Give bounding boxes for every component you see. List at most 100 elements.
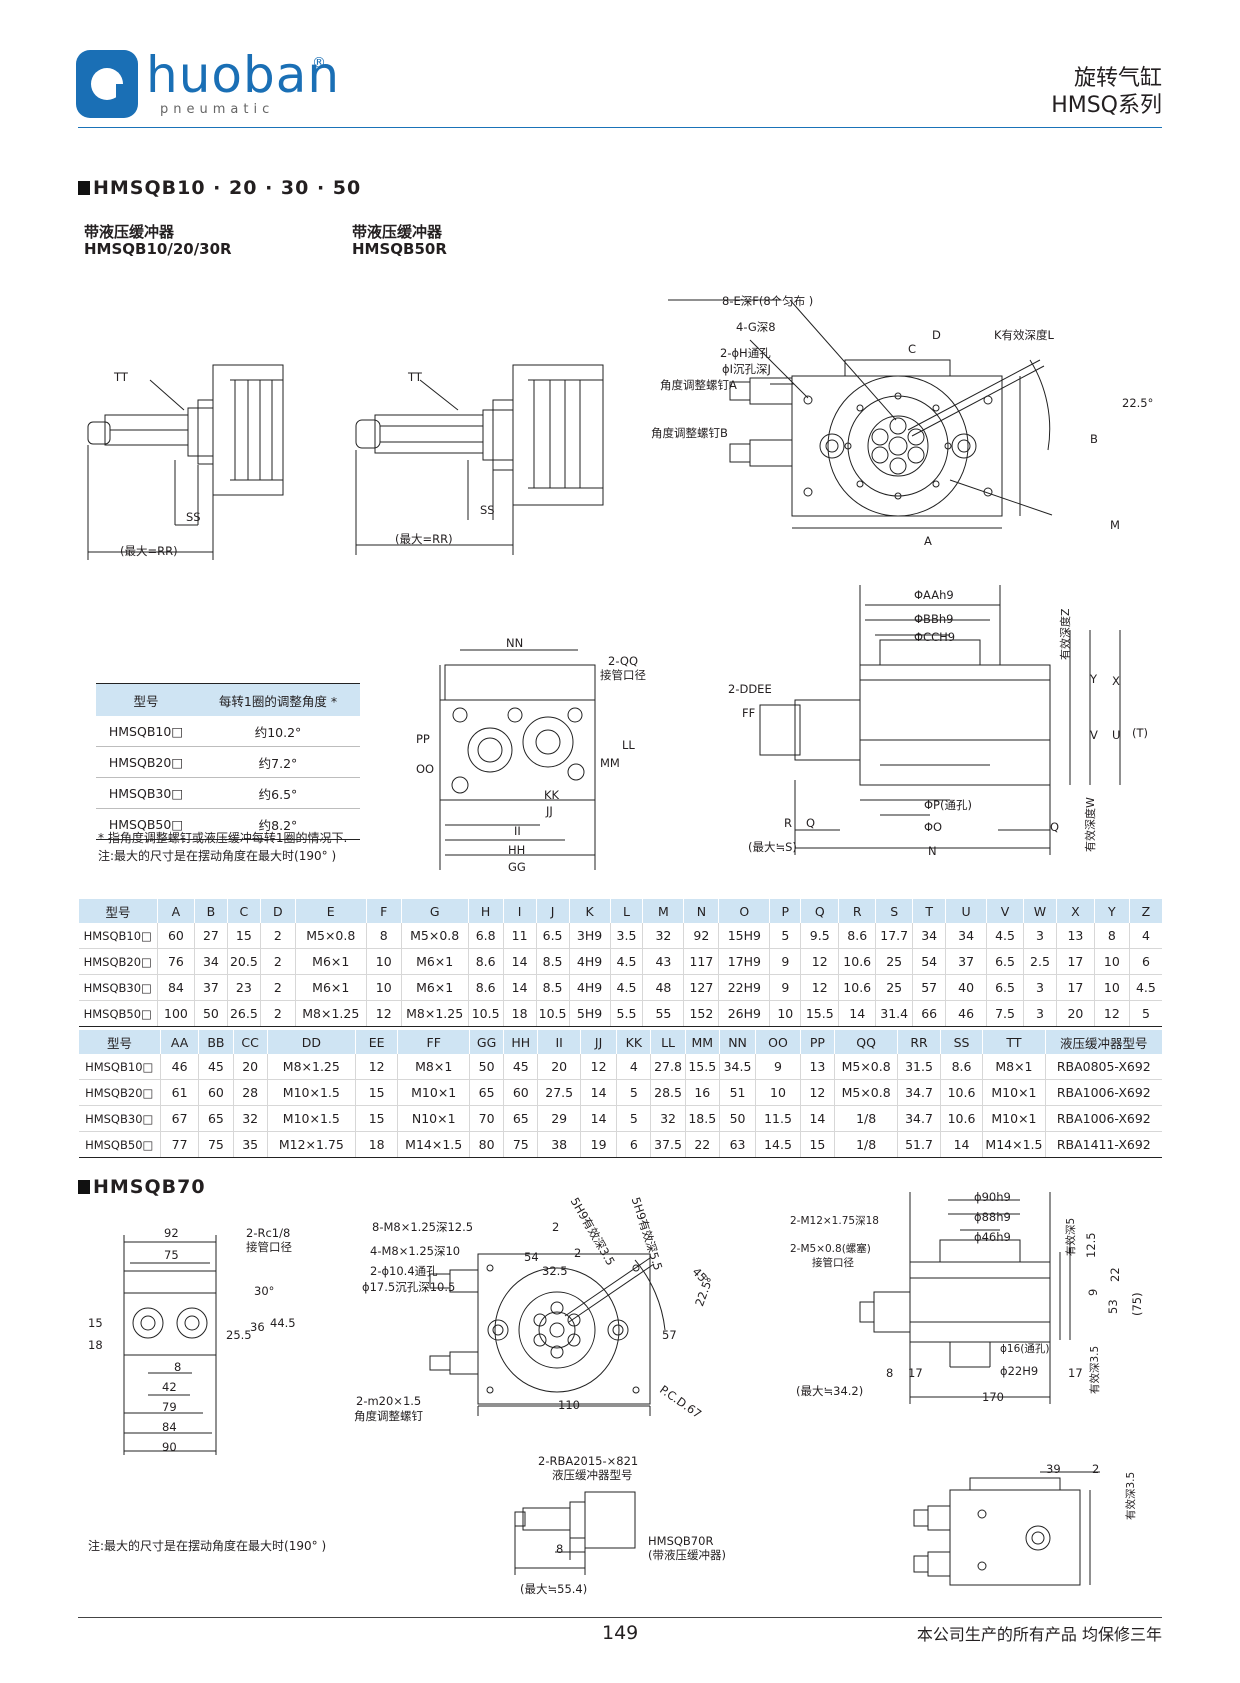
label-w: 有效深度W — [1084, 797, 1097, 852]
table-header-cell: J — [535, 899, 570, 923]
table-header-cell: H — [467, 899, 504, 923]
table-cell: N10×1 — [397, 1105, 470, 1132]
table-cell: 5 — [769, 923, 801, 949]
label-hh: HH — [508, 843, 526, 857]
table-cell: 7.5 — [986, 1000, 1024, 1027]
b70-rc-2: 接管口径 — [246, 1240, 292, 1254]
b70-dim-39: 39 — [1046, 1462, 1061, 1476]
table-cell: M12×1.75 — [266, 1131, 356, 1158]
table-header-cell: T — [912, 899, 946, 923]
table-cell: 2 — [259, 974, 296, 1001]
label-rr-2: (最大=RR) — [395, 532, 453, 546]
table-header-cell: JJ — [579, 1030, 617, 1054]
b70-deep5: 有效深5 — [1065, 1217, 1077, 1256]
b70-dim-92: 92 — [164, 1226, 179, 1240]
table-cell: 9 — [755, 1054, 801, 1080]
table-cell: 10.6 — [939, 1105, 983, 1132]
table-cell: 10 — [769, 1000, 801, 1027]
drawing-b70-side — [859, 1192, 1071, 1404]
table-cell: 6.5 — [986, 948, 1024, 975]
table-cell: 13 — [1055, 923, 1095, 949]
table-cell: 51.7 — [897, 1131, 941, 1158]
table-cell: 6.5 — [535, 923, 570, 949]
table-cell: 14 — [838, 1000, 876, 1027]
label-gg: GG — [508, 860, 526, 874]
table-cell: 6 — [616, 1131, 651, 1158]
table-cell: 75 — [503, 1131, 538, 1158]
table-cell: 4.5 — [609, 974, 643, 1001]
table-cell: 12 — [800, 974, 839, 1001]
table-cell: 15.5 — [684, 1054, 720, 1080]
table-cell: 20 — [232, 1054, 268, 1080]
table-cell: HMSQB10□ — [78, 1054, 161, 1080]
table-cell: 50 — [193, 1000, 228, 1027]
table-cell: 34 — [193, 948, 228, 975]
table-cell: 8.6 — [467, 948, 504, 975]
table-cell: 28.5 — [650, 1079, 686, 1106]
table-cell: 100 — [156, 1000, 195, 1027]
label-ff: FF — [742, 706, 756, 720]
label-adj-b: 角度调整螺钉B — [651, 426, 728, 440]
section-title-hmsqb10-50: HMSQB10 · 20 · 30 · 50 — [78, 177, 361, 199]
table-cell: 14 — [579, 1105, 617, 1132]
b70-dim-8b: 8 — [886, 1366, 894, 1380]
b70-dim-30deg: 30° — [254, 1284, 275, 1298]
table-cell: 67 — [159, 1105, 199, 1132]
label-kk: KK — [544, 788, 560, 802]
table-header-cell: N — [683, 899, 719, 923]
b70-dim-15: 15 — [88, 1316, 103, 1330]
table-cell: 60 — [156, 923, 195, 949]
table-cell: HMSQB50□ — [78, 1000, 158, 1027]
table-cell: 5 — [616, 1079, 651, 1106]
table-cell: 63 — [718, 1131, 756, 1158]
table-cell: 5.5 — [609, 1000, 643, 1027]
table-cell: 8.6 — [467, 974, 504, 1001]
label-q: Q — [806, 816, 816, 830]
table-cell: 2.5 — [1023, 948, 1057, 975]
table-header-cell: SS — [939, 1030, 983, 1054]
b70-dim-57: 57 — [662, 1328, 677, 1342]
table-cell: 6 — [1128, 948, 1162, 975]
table-cell: 65 — [198, 1105, 234, 1132]
drawing-b70-top — [429, 1253, 666, 1416]
table-header-cell: Q — [800, 899, 839, 923]
table-cell: 22H9 — [718, 974, 770, 1001]
table-cell: 6.8 — [467, 923, 504, 949]
label-oo: OO — [416, 762, 435, 776]
table-cell: 4.5 — [986, 923, 1024, 949]
table-cell: 26H9 — [718, 1000, 770, 1027]
table-cell: 32 — [650, 1105, 686, 1132]
table-cell: 117 — [683, 948, 719, 975]
label-c: C — [908, 342, 917, 356]
label-tt-2: TT — [408, 370, 422, 384]
table-cell: M10×1.5 — [266, 1079, 356, 1106]
b70-dim-110: 110 — [558, 1398, 580, 1412]
label-icb: ϕI沉孔深J — [722, 362, 771, 376]
b70-46h9: ϕ46h9 — [974, 1230, 1011, 1244]
table-cell: 35 — [232, 1131, 268, 1158]
footer-rule — [78, 1617, 1162, 1618]
b70-m5-2: 接管口径 — [812, 1257, 854, 1269]
label-cch9: ΦCCH9 — [914, 630, 956, 644]
label-mm: MM — [600, 756, 620, 770]
table-cell: 3 — [1023, 1000, 1057, 1027]
table-cell: M5×0.8 — [294, 923, 367, 949]
table-cell: 48 — [642, 974, 684, 1001]
table-header-cell: E — [294, 899, 367, 923]
table-cell: M14×1.5 — [397, 1131, 470, 1158]
table-cell: M10×1 — [397, 1079, 470, 1106]
table-cell: 12 — [800, 948, 839, 975]
table-header-cell: OO — [755, 1030, 801, 1054]
table-header-cell: P — [769, 899, 801, 923]
b70-dim-8: 8 — [174, 1360, 182, 1374]
table-cell: 37 — [945, 948, 987, 975]
b70-dim-32-5: 32.5 — [542, 1264, 568, 1278]
table-cell: 27.5 — [537, 1079, 581, 1106]
drawing-front-view — [439, 649, 596, 870]
label-x: X — [1112, 674, 1120, 688]
table-cell: 3H9 — [568, 923, 611, 949]
table-header-cell: HH — [503, 1030, 538, 1054]
table-cell: 14 — [502, 974, 537, 1001]
table-cell: 38 — [537, 1131, 581, 1158]
